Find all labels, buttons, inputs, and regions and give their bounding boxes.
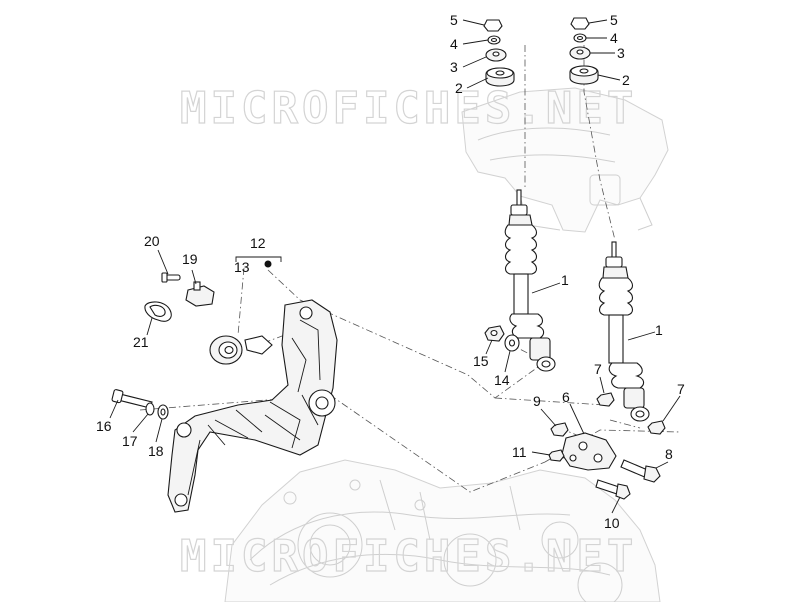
callout-7-left: 7 — [594, 361, 602, 377]
shock-absorber-left — [504, 189, 556, 372]
nut-7-right — [647, 420, 666, 435]
callout-15: 15 — [473, 353, 489, 369]
nut-15 — [484, 325, 505, 342]
nut-11 — [548, 449, 565, 462]
callout-13: 13 — [234, 259, 250, 275]
callout-4-right: 4 — [610, 30, 618, 46]
callout-3-right: 3 — [617, 45, 625, 61]
bearing — [209, 335, 243, 365]
bolt-16 — [111, 389, 153, 409]
callout-1-right: 1 — [655, 322, 663, 338]
callout-7-right: 7 — [677, 381, 685, 397]
callout-16: 16 — [96, 418, 112, 434]
shock-absorber-right — [598, 241, 650, 422]
bolt-10 — [595, 479, 631, 500]
callout-9: 9 — [533, 393, 541, 409]
callout-6: 6 — [562, 389, 570, 405]
washer-18 — [157, 404, 169, 420]
callout-10: 10 — [604, 515, 620, 531]
clamp-21 — [144, 301, 172, 322]
frame-ghost — [461, 87, 669, 233]
callout-11: 11 — [512, 444, 527, 460]
callout-numbers: 5 4 3 2 5 4 3 2 1 1 15 14 7 7 9 6 11 8 1… — [96, 12, 685, 531]
nut-9 — [550, 422, 569, 437]
engine-ghost — [224, 459, 661, 602]
callout-5-left: 5 — [450, 12, 458, 28]
bolt-8 — [620, 459, 661, 483]
callout-2-right: 2 — [622, 72, 630, 88]
pin-20 — [161, 272, 181, 283]
callout-20: 20 — [144, 233, 160, 249]
mount-stack-left — [483, 19, 515, 87]
callout-12: 12 — [250, 235, 266, 251]
callout-2-left: 2 — [455, 80, 463, 96]
watermark-bottom: MICROFICHES.NET — [180, 531, 637, 582]
callout-21: 21 — [133, 334, 149, 350]
callout-4-left: 4 — [450, 36, 458, 52]
watermark-top: MICROFICHES.NET — [180, 83, 637, 134]
bracket-plate-6 — [561, 432, 617, 471]
nut-7-left — [596, 392, 615, 407]
leader-lines — [109, 19, 681, 514]
callout-1-left: 1 — [561, 272, 569, 288]
reference-bracket-12 — [235, 256, 282, 268]
reference-dot — [264, 260, 272, 268]
washer-17 — [145, 402, 155, 416]
callout-19: 19 — [182, 251, 198, 267]
washer-14 — [504, 334, 520, 352]
engine-bracket — [167, 299, 338, 513]
callout-3-left: 3 — [450, 59, 458, 75]
callout-17: 17 — [122, 433, 138, 449]
clip-19 — [185, 281, 215, 307]
callout-18: 18 — [148, 443, 164, 459]
callout-14: 14 — [494, 372, 510, 388]
callout-5-right: 5 — [610, 12, 618, 28]
callout-8: 8 — [665, 446, 673, 462]
mount-stack-right — [569, 17, 599, 85]
